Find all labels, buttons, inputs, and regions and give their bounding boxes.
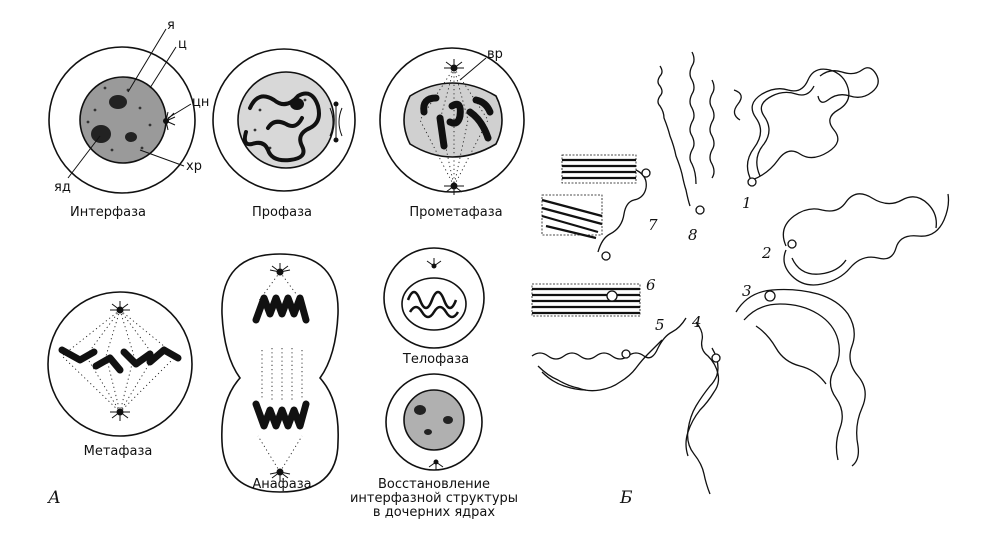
- chromosome-6: 6: [531, 276, 656, 317]
- panel-a: я ц цн хр яд Интерфаза Профаза: [47, 18, 525, 520]
- label-yad: яд: [54, 180, 71, 195]
- chromosome-5: 5: [531, 316, 687, 392]
- panel-label-a: А: [47, 488, 61, 508]
- chromosome-number-8: 8: [688, 226, 698, 244]
- prometaphase-spindle-icon: [419, 59, 489, 195]
- interphase-cell: я ц цн хр яд Интерфаза: [48, 18, 209, 220]
- stage-label-metaphase: Метафаза: [84, 444, 153, 459]
- interphase-nucleus: [79, 76, 167, 164]
- label-vr: вр: [487, 47, 503, 62]
- chromosome-4: 4: [685, 313, 721, 495]
- stage-label-telophase: Телофаза: [402, 352, 469, 367]
- prophase-spindle-icon: [329, 101, 343, 143]
- label-khr: хр: [186, 159, 202, 174]
- chromosome-number-3: 3: [742, 282, 752, 300]
- metaphase-cell: Метафаза: [47, 291, 193, 459]
- chromosome-number-4: 4: [691, 313, 702, 331]
- chromosome-number-5: 5: [655, 316, 665, 334]
- prometaphase-cell: вр Прометафаза: [379, 47, 525, 220]
- chromosome-number-2: 2: [761, 244, 772, 262]
- telophase-cell: Телофаза: [383, 247, 485, 367]
- centrosome-icon: [163, 111, 176, 131]
- panel-b: 8 7 1 2: [531, 51, 950, 508]
- label-ya: я: [167, 18, 175, 33]
- stage-label-interphase: Интерфаза: [70, 205, 146, 220]
- restoration-cell: Восстановление интерфазной структуры в д…: [350, 373, 518, 520]
- anaphase-cell: Анафаза: [221, 253, 339, 493]
- chromosome-number-7: 7: [648, 216, 658, 234]
- chromosome-7: 7: [541, 154, 658, 261]
- stage-label-restoration-line1: Восстановление: [378, 477, 490, 492]
- panel-label-b: Б: [619, 488, 633, 508]
- stage-label-prometaphase: Прометафаза: [409, 205, 502, 220]
- stage-label-restoration-line3: в дочерних ядрах: [373, 505, 495, 520]
- chromosome-2: 2: [761, 193, 950, 286]
- chromosome-number-6: 6: [646, 276, 656, 294]
- chromosome-8: 8: [657, 51, 715, 244]
- stage-label-restoration-line2: интерфазной структуры: [350, 491, 518, 506]
- label-tsn: цн: [192, 95, 209, 110]
- stage-label-anaphase: Анафаза: [252, 477, 311, 492]
- prophase-cell: Профаза: [212, 48, 356, 220]
- chromosome-number-1: 1: [742, 194, 752, 212]
- chromosome-1: 1: [733, 67, 879, 212]
- stage-label-prophase: Профаза: [252, 205, 312, 220]
- chromosome-3: 3: [735, 282, 866, 467]
- anaphase-spindle-icon: [257, 263, 303, 481]
- label-ts: ц: [178, 37, 187, 52]
- metaphase-spindle-icon: [61, 301, 177, 421]
